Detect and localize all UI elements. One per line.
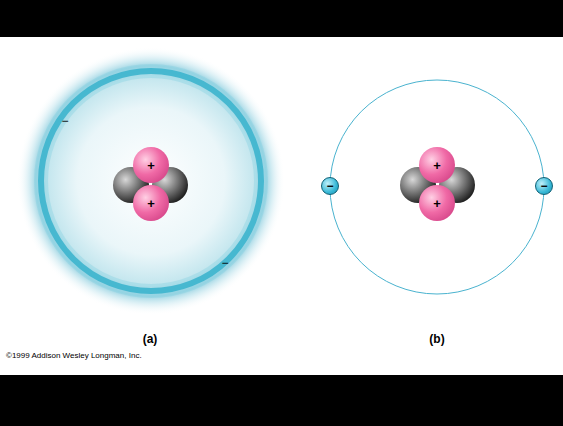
background <box>0 37 563 375</box>
copyright-note: ©1999 Addison Wesley Longman, Inc. <box>6 352 142 360</box>
electron-sign: − <box>61 115 68 127</box>
panel-label: (b) <box>429 333 444 345</box>
electron-ring <box>41 71 261 291</box>
charge-sign: − <box>326 180 333 192</box>
charge-sign: + <box>433 159 441 172</box>
charge-sign: + <box>147 197 155 210</box>
panel-label: (a) <box>143 333 158 345</box>
electron-orbit <box>330 80 544 294</box>
charge-sign: + <box>433 197 441 210</box>
bottom-bar <box>0 375 563 426</box>
electron: − <box>321 177 339 195</box>
proton: + <box>419 147 455 183</box>
electron-sign: − <box>221 257 228 269</box>
proton: + <box>133 147 169 183</box>
top-bar <box>0 0 563 37</box>
electron-ring-glow <box>41 71 261 291</box>
electron-cloud <box>17 47 285 315</box>
proton: + <box>419 185 455 221</box>
proton: + <box>133 185 169 221</box>
charge-sign: + <box>147 159 155 172</box>
electron: − <box>535 177 553 195</box>
charge-sign: − <box>540 180 547 192</box>
